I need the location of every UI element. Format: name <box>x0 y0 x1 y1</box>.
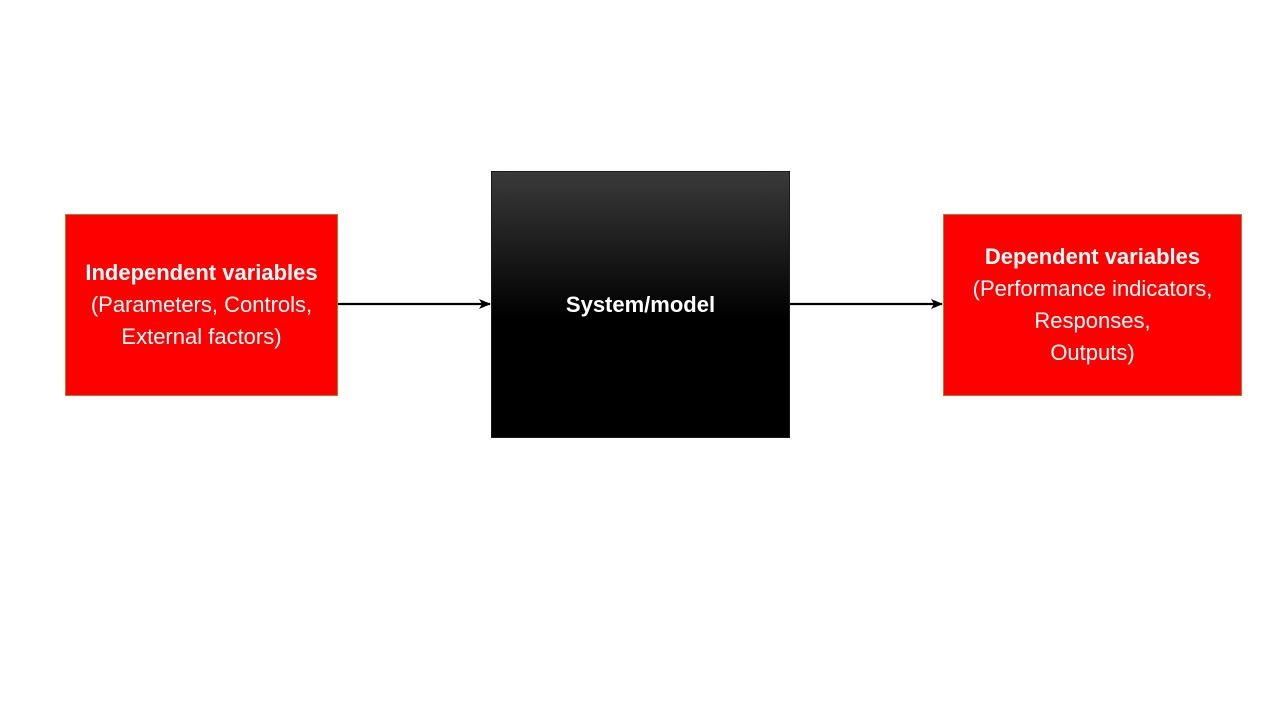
independent-variables-title: Independent variables <box>85 260 318 285</box>
independent-variables-line-1: (Parameters, Controls, <box>90 292 313 317</box>
system-model-label: System/model <box>565 291 716 317</box>
system-model-box: System/model <box>491 171 790 438</box>
dependent-variables-line-1: (Performance indicators, <box>972 276 1213 301</box>
dependent-variables-line-3: Outputs) <box>1050 340 1135 365</box>
dependent-variables-box: Dependent variables (Performance indicat… <box>943 214 1242 396</box>
independent-variables-line-2: External factors) <box>121 324 282 349</box>
dependent-variables-title: Dependent variables <box>984 244 1201 269</box>
independent-variables-box: Independent variables (Parameters, Contr… <box>65 214 338 396</box>
dependent-variables-line-2: Responses, <box>1034 308 1151 333</box>
